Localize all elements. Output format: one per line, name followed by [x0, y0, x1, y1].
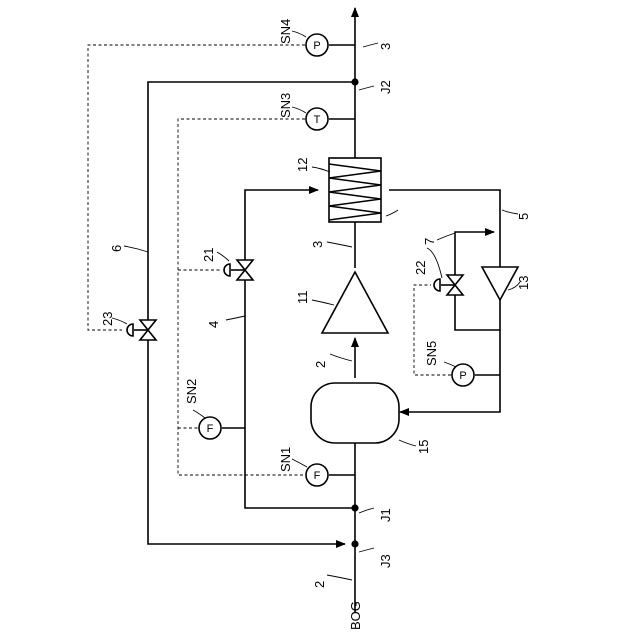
sensor-sn2: F [199, 417, 245, 439]
label-pump: 13 [516, 276, 531, 290]
signal-line-sn3 [178, 119, 305, 475]
label-line3-top: 3 [378, 43, 393, 50]
sensor-sn3: T [306, 108, 355, 130]
label-valve23: 23 [100, 312, 115, 326]
compressor [322, 272, 388, 333]
label-compressor: 11 [295, 291, 310, 305]
junction-j1 [351, 504, 358, 511]
label-valve21: 21 [201, 248, 216, 262]
label-sn3: SN3 [278, 93, 293, 118]
label-line2-mid: 2 [313, 361, 328, 368]
label-sn4: SN4 [278, 19, 293, 44]
sensor-sn5: P [452, 364, 500, 386]
signal-line-sn4 [88, 45, 305, 330]
sensor-sn1: F [306, 464, 355, 486]
label-j3: J3 [378, 554, 393, 568]
label-line7: 7 [422, 238, 437, 245]
label-sn2: SN2 [184, 379, 199, 404]
valve-21 [224, 260, 253, 280]
label-line6: 6 [109, 245, 124, 252]
svg-text:T: T [314, 114, 321, 126]
label-tank: 15 [416, 440, 431, 454]
sensor-sn4: P [306, 34, 355, 56]
heat-exchanger [329, 158, 381, 222]
label-line3-mid: 3 [310, 241, 325, 248]
label-sn5: SN5 [424, 341, 439, 366]
junction-j2 [351, 78, 358, 85]
label-j1: J1 [378, 508, 393, 522]
svg-text:F: F [207, 423, 214, 435]
label-line2-bottom: 2 [312, 581, 327, 588]
label-sn1: SN1 [278, 447, 293, 472]
line-4 [245, 190, 355, 508]
line-5 [389, 190, 500, 412]
svg-text:F: F [314, 470, 321, 482]
valve-23 [127, 320, 156, 340]
label-valve22: 22 [413, 261, 428, 275]
pump [482, 267, 518, 300]
svg-text:P: P [313, 40, 320, 52]
label-heat-exchanger: 12 [295, 158, 310, 172]
junction-j3 [351, 540, 358, 547]
valve-22 [434, 275, 463, 295]
label-bog: BOG [348, 601, 363, 630]
label-line4: 4 [206, 321, 221, 328]
label-j2: J2 [378, 80, 393, 94]
tank [311, 383, 399, 443]
label-line5: 5 [516, 213, 531, 220]
svg-text:P: P [459, 370, 466, 382]
